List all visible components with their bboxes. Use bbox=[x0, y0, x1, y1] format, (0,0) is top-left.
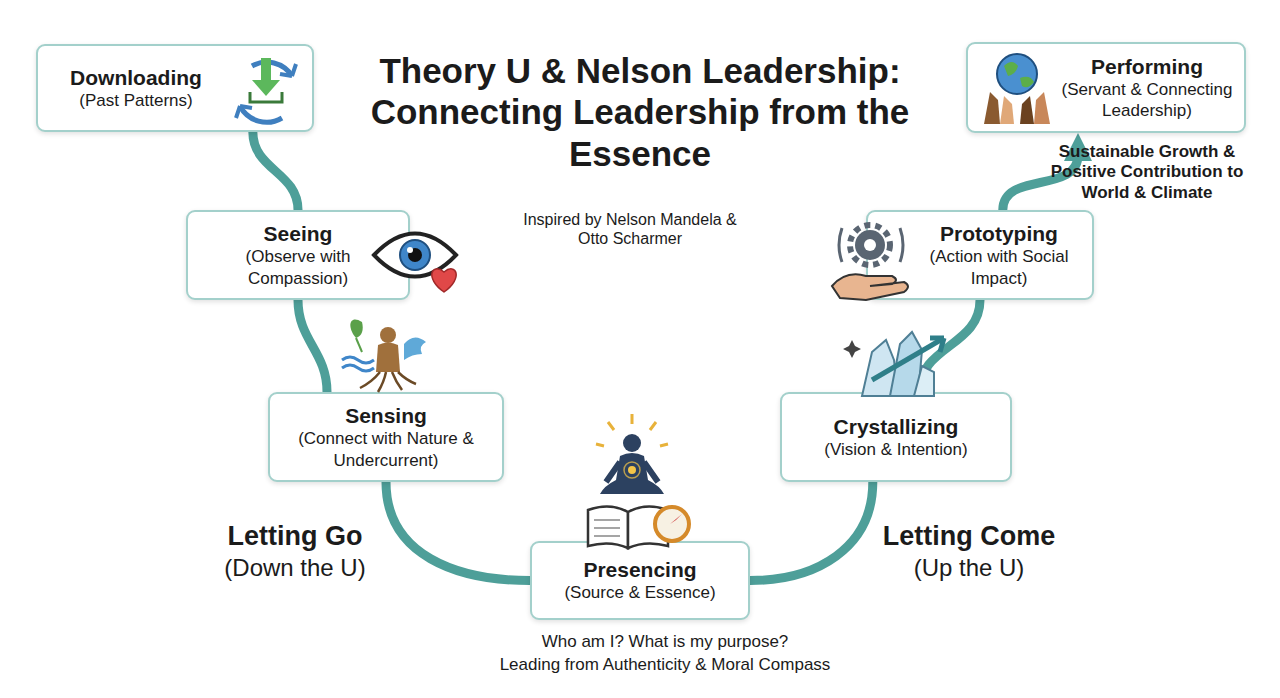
annotation-label: Letting Come bbox=[862, 520, 1076, 552]
annotation-label: Leading from Authenticity & Moral Compas… bbox=[380, 655, 950, 675]
box-content: Seeing(Observe with Compassion) bbox=[200, 221, 396, 289]
stage-box: Crystallizing(Vision & Intention) bbox=[780, 392, 1012, 482]
u-curve-connector bbox=[253, 132, 298, 210]
stage-title: Seeing bbox=[200, 221, 396, 246]
u-curve-connector bbox=[750, 482, 873, 581]
box-content: Performing(Servant & Connecting Leadersh… bbox=[1060, 54, 1234, 122]
stage-box: Seeing(Observe with Compassion) bbox=[186, 210, 410, 300]
stage-subtitle: (Connect with Nature & Undercurrent) bbox=[282, 428, 490, 471]
annotation-label: Who am I? What is my purpose? bbox=[380, 632, 950, 652]
download-icon bbox=[236, 58, 296, 122]
annotation-label: Letting Go bbox=[200, 520, 390, 552]
stage-title: Sensing bbox=[282, 403, 490, 428]
meditation-icon bbox=[596, 414, 668, 494]
book-compass-icon bbox=[588, 506, 689, 548]
stage-box: Presencing(Source & Essence) bbox=[530, 541, 750, 620]
annotation-label: (Down the U) bbox=[200, 554, 390, 583]
box-content: Crystallizing(Vision & Intention) bbox=[794, 414, 998, 460]
u-curve-connector bbox=[386, 482, 530, 581]
box-content: Prototyping(Action with Social Impact) bbox=[916, 221, 1082, 289]
gear-hand-icon bbox=[832, 225, 908, 300]
nature-person-icon bbox=[342, 319, 426, 392]
box-content: Presencing(Source & Essence) bbox=[544, 557, 736, 603]
stage-title: Downloading bbox=[52, 65, 220, 90]
box-content: Downloading(Past Patterns) bbox=[52, 65, 220, 111]
stage-title: Performing bbox=[1060, 54, 1234, 79]
globe-hands-icon bbox=[984, 54, 1050, 124]
eye-heart-icon bbox=[374, 234, 456, 293]
annotation-label: (Up the U) bbox=[862, 554, 1076, 583]
stage-box: Sensing(Connect with Nature & Undercurre… bbox=[268, 392, 504, 482]
box-content: Sensing(Connect with Nature & Undercurre… bbox=[282, 403, 490, 471]
stage-subtitle: (Servant & Connecting Leadership) bbox=[1060, 79, 1234, 122]
stage-subtitle: (Vision & Intention) bbox=[794, 439, 998, 460]
stage-subtitle: (Past Patterns) bbox=[52, 90, 220, 111]
u-curve-connector bbox=[298, 300, 327, 392]
stage-title: Crystallizing bbox=[794, 414, 998, 439]
stage-subtitle: (Observe with Compassion) bbox=[200, 246, 396, 289]
stage-subtitle: (Source & Essence) bbox=[544, 582, 736, 603]
annotation-label: Sustainable Growth & Positive Contributi… bbox=[1040, 142, 1254, 203]
annotation-label: Inspired by Nelson Mandela & Otto Scharm… bbox=[520, 210, 740, 248]
crystal-icon bbox=[843, 332, 944, 396]
stage-title: Presencing bbox=[544, 557, 736, 582]
stage-title: Prototyping bbox=[916, 221, 1082, 246]
diagram-title: Theory U & Nelson Leadership: Connecting… bbox=[330, 50, 950, 174]
stage-subtitle: (Action with Social Impact) bbox=[916, 246, 1082, 289]
